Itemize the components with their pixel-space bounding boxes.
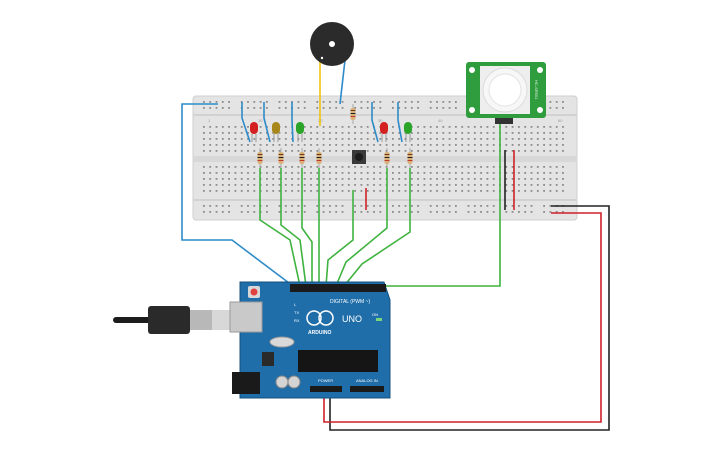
blue-wires[interactable] xyxy=(181,59,403,287)
wire-green-6 xyxy=(335,168,388,287)
wire-green-pir xyxy=(380,124,501,287)
wire-green-7 xyxy=(343,168,411,287)
led-green[interactable] xyxy=(296,122,304,142)
wire-blue-buzzer xyxy=(339,59,346,105)
tx-label: TX xyxy=(294,310,299,315)
breadboard-col-label: 40 xyxy=(438,118,443,123)
arduino-brand: ARDUINO xyxy=(308,330,331,336)
digital-label: DIGITAL (PWM ~) xyxy=(330,299,370,305)
breadboard-col-label: 1 xyxy=(208,118,211,123)
resistor[interactable] xyxy=(257,148,263,168)
green-wires[interactable] xyxy=(259,124,501,287)
piezo-buzzer[interactable] xyxy=(310,22,354,66)
pir-model-label: HC-SR501 xyxy=(534,80,539,100)
power-wires[interactable] xyxy=(323,150,610,431)
arduino-uno-board[interactable]: DIGITAL (PWM ~) ARDUINO UNO TX RX L ON P… xyxy=(229,281,391,399)
wire-blue-led3 xyxy=(291,102,294,143)
rx-label: RX xyxy=(294,318,300,323)
leds xyxy=(250,122,412,142)
wire-black-gnd xyxy=(329,205,610,431)
power-jack xyxy=(232,372,260,394)
breadboard-holes xyxy=(203,101,564,213)
breadboard-col-label: 10 xyxy=(258,118,263,123)
resistor[interactable] xyxy=(407,148,413,168)
power-label: POWER xyxy=(318,378,333,383)
wire-green-1 xyxy=(259,168,301,287)
analog-header xyxy=(350,386,384,392)
resistor[interactable] xyxy=(384,148,390,168)
microcontroller-chip xyxy=(298,350,378,372)
led-yellow[interactable] xyxy=(272,122,280,142)
resistors xyxy=(257,104,413,168)
led-red[interactable] xyxy=(250,122,258,142)
digital-header xyxy=(290,284,386,292)
wire-blue-led5 xyxy=(397,102,403,143)
wire-red-5v xyxy=(323,212,602,423)
l-label: L xyxy=(294,302,297,307)
led-red[interactable] xyxy=(380,122,388,142)
breadboard-col-label: 60 xyxy=(558,118,563,123)
wire-green-2 xyxy=(280,168,307,287)
resistor[interactable] xyxy=(299,148,305,168)
arduino-model: UNO xyxy=(342,314,362,324)
resistor[interactable] xyxy=(278,148,284,168)
wire-green-3 xyxy=(301,168,313,286)
resistor[interactable] xyxy=(316,148,322,168)
usb-cable[interactable] xyxy=(113,306,230,334)
usb-port xyxy=(229,301,263,333)
wire-blue-led4 xyxy=(371,102,379,143)
wire-blue-led1 xyxy=(241,102,251,143)
pir-sensor[interactable]: HC-SR501 xyxy=(466,62,546,124)
power-header xyxy=(310,386,342,392)
analog-label: ANALOG IN xyxy=(356,378,378,383)
breadboard-col-label: 30 xyxy=(378,118,383,123)
wire-blue-led2 xyxy=(263,102,271,143)
led-green[interactable] xyxy=(404,122,412,142)
wire-green-5 xyxy=(325,190,354,287)
on-label: ON xyxy=(372,312,378,317)
resistor[interactable] xyxy=(350,104,356,124)
wire-blue-gnd xyxy=(181,103,294,287)
push-button[interactable] xyxy=(352,150,366,164)
